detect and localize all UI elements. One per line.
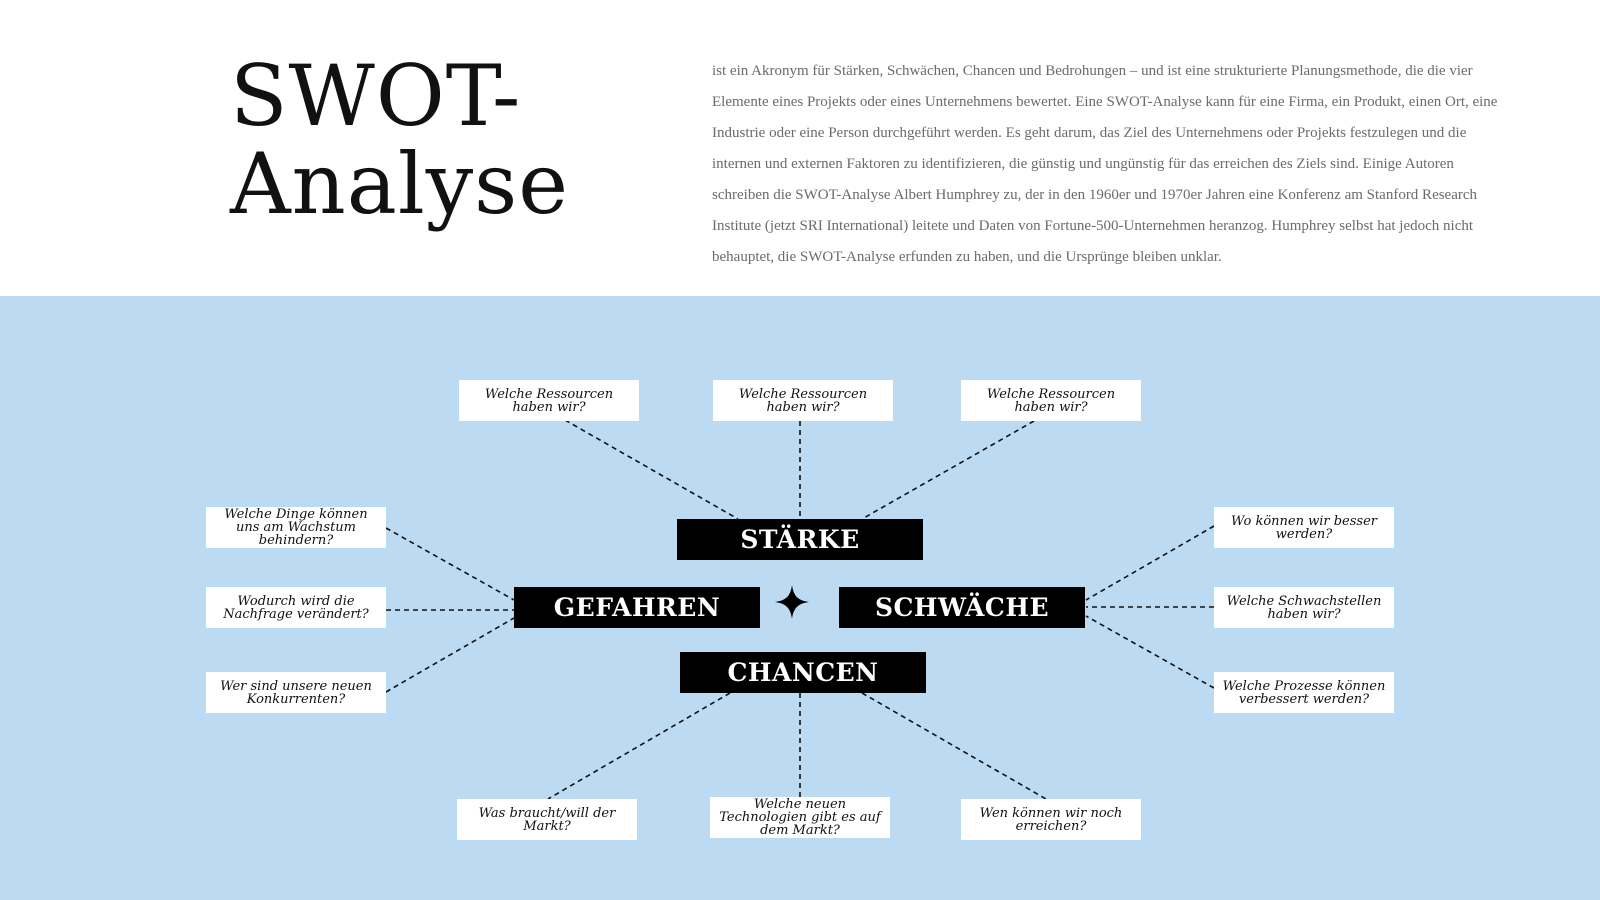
question-schwaeche-1: Wo können wir besser werden? (1214, 507, 1394, 548)
question-gefahren-2: Wodurch wird die Nachfrage verändert? (206, 587, 386, 628)
question-chancen-1: Was braucht/will der Markt? (457, 799, 637, 840)
connector-staerke-3 (861, 420, 1035, 520)
category-gefahren: GEFAHREN (514, 587, 760, 628)
question-gefahren-3: Wer sind unsere neuen Konkurrenten? (206, 672, 386, 713)
connector-chancen-3 (861, 692, 1047, 800)
category-schwaeche: SCHWÄCHE (839, 587, 1085, 628)
question-chancen-2: Welche neuen Technologien gibt es auf de… (710, 797, 890, 838)
connector-staerke-1 (564, 419, 739, 520)
four-point-star-icon (775, 585, 809, 619)
category-chancen: CHANCEN (680, 652, 926, 693)
connector-chancen-1 (547, 692, 731, 800)
question-staerke-3: Welche Ressourcen haben wir? (961, 380, 1141, 421)
page-title-line1: SWOT- (230, 47, 522, 145)
question-staerke-1: Welche Ressourcen haben wir? (459, 380, 639, 421)
connector-schwaeche-1 (1085, 525, 1215, 601)
question-chancen-3: Wen können wir noch erreichen? (961, 799, 1141, 840)
connector-schwaeche-3 (1085, 615, 1215, 689)
intro-paragraph: ist ein Akronym für Stärken, Schwächen, … (712, 63, 1498, 265)
question-staerke-2: Welche Ressourcen haben wir? (713, 380, 893, 421)
question-schwaeche-2: Welche Schwachstellen haben wir? (1214, 587, 1394, 628)
page-title-line2: Analyse (230, 135, 569, 233)
category-staerke: STÄRKE (677, 519, 923, 560)
question-gefahren-1: Welche Dinge können uns am Wachstum behi… (206, 507, 386, 548)
question-schwaeche-3: Welche Prozesse können verbessert werden… (1214, 672, 1394, 713)
page-title: SWOT- Analyse (230, 52, 569, 228)
connector-gefahren-1 (385, 527, 515, 601)
connector-gefahren-3 (385, 617, 515, 693)
